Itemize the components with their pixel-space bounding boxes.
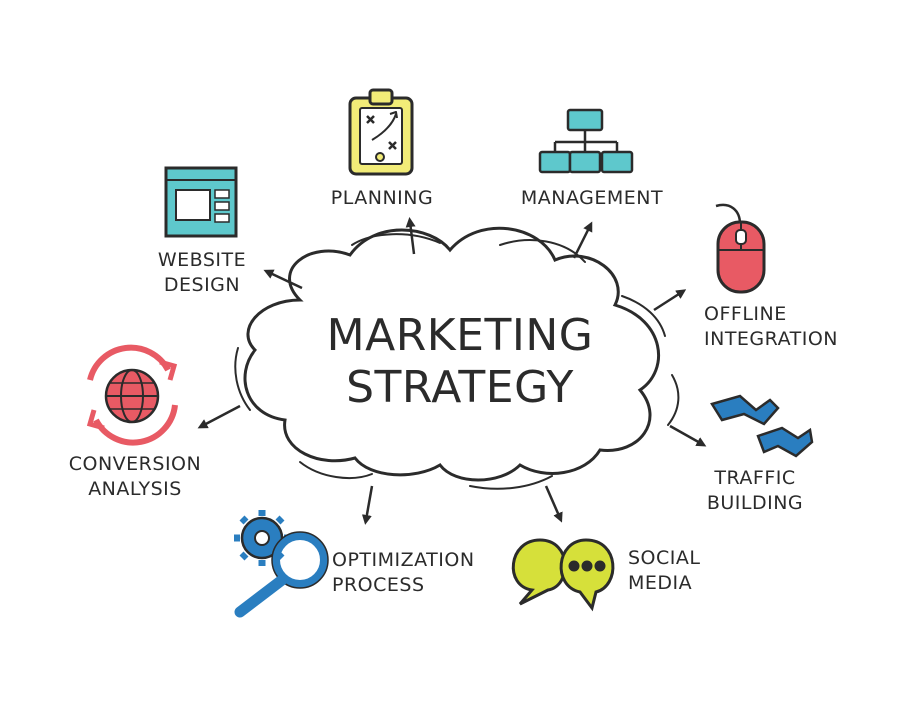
- computer-mouse-icon: [715, 203, 766, 294]
- label-conversion-analysis: CONVERSION ANALYSIS: [68, 453, 202, 500]
- arrow-traffic-building: [669, 424, 707, 447]
- center-title: MARKETING STRATEGY: [300, 310, 620, 414]
- label-website-design: WEBSITE DESIGN: [157, 249, 247, 296]
- label-optimization-process: OPTIMIZATION PROCESS: [332, 549, 475, 596]
- arrow-conversion-analysis: [197, 404, 241, 429]
- center-title-line2: STRATEGY: [346, 362, 574, 413]
- arrow-management: [572, 221, 593, 259]
- center-cloud: [234, 226, 680, 490]
- arrow-website-design: [263, 269, 303, 290]
- org-chart-icon: [538, 108, 634, 174]
- label-social-media: SOCIAL MEDIA: [628, 547, 701, 594]
- center-title-line1: MARKETING: [326, 310, 594, 361]
- speech-bubbles-icon: [511, 538, 615, 612]
- label-traffic-building: TRAFFIC BUILDING: [706, 467, 804, 514]
- arrow-optimization-process: [361, 485, 374, 525]
- label-management: MANAGEMENT: [520, 187, 664, 209]
- connector-arrows: [197, 217, 707, 525]
- clipboard-icon: [348, 88, 414, 176]
- globe-cycle-icon: [86, 344, 178, 446]
- label-planning: PLANNING: [330, 187, 434, 209]
- gear-magnifier-icon: [234, 510, 329, 618]
- browser-window-icon: [164, 166, 238, 238]
- label-offline-integration: OFFLINE INTEGRATION: [704, 303, 838, 350]
- traffic-arrows-icon: [710, 394, 814, 458]
- arrow-social-media: [544, 485, 563, 523]
- arrow-offline-integration: [653, 289, 687, 312]
- arrow-planning: [405, 217, 416, 255]
